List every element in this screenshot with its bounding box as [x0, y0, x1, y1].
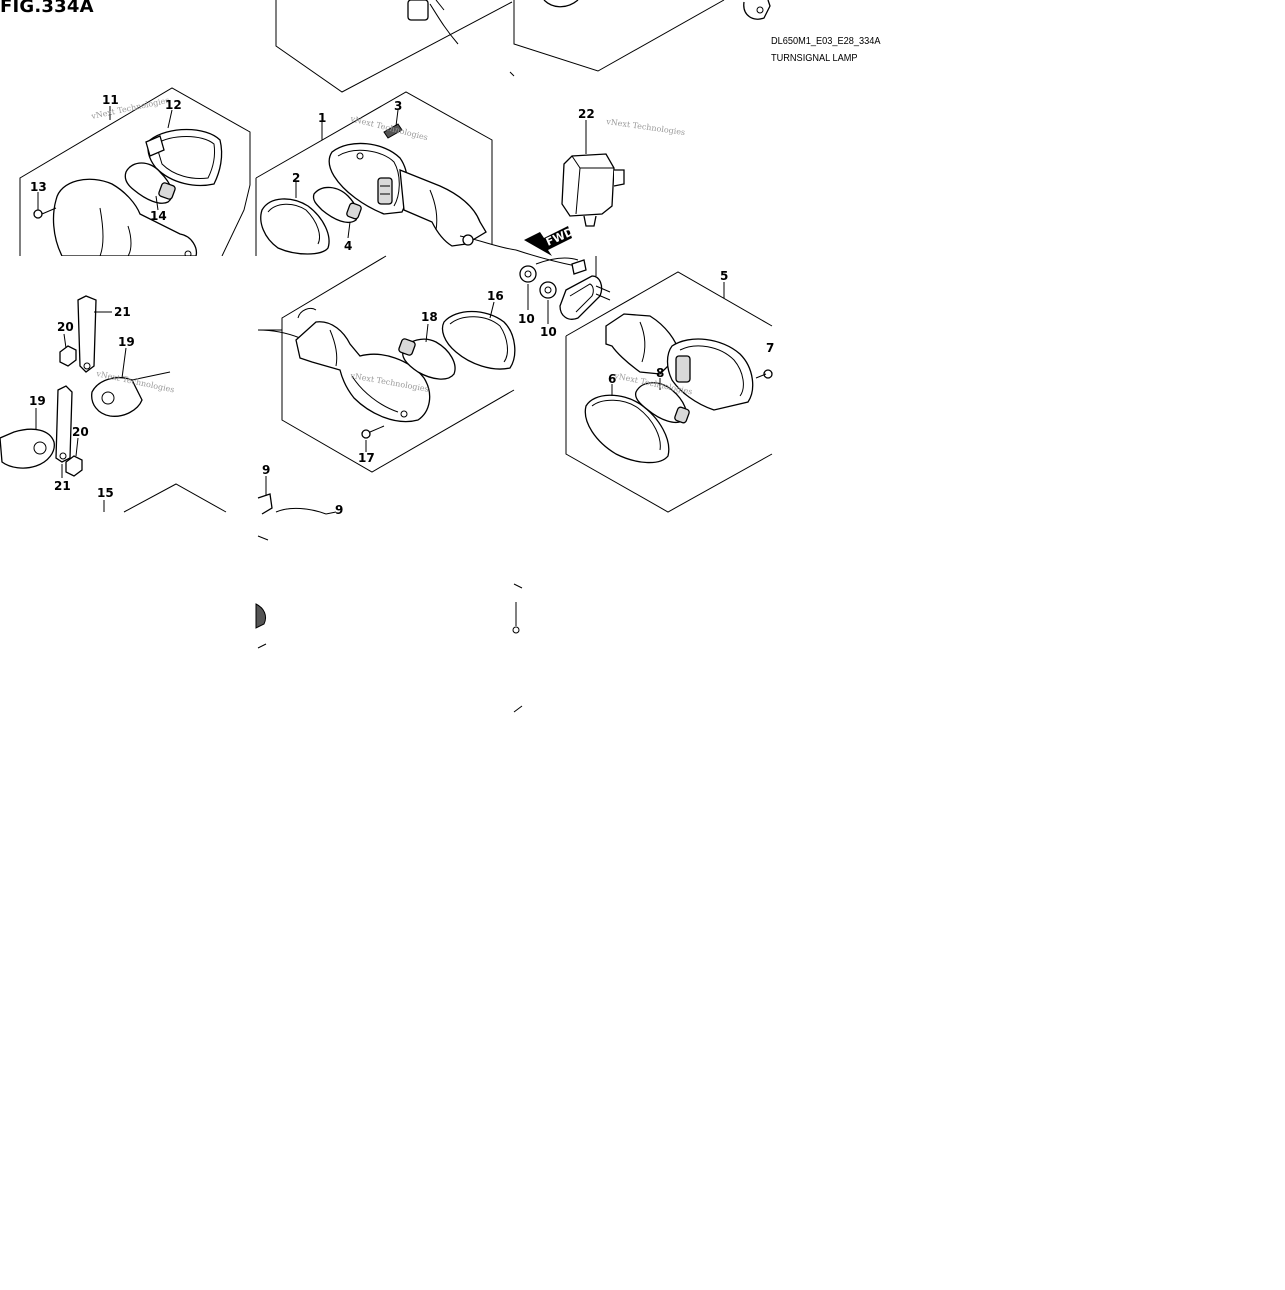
- callout-7: 7: [766, 341, 774, 355]
- relay-22: [561, 153, 625, 227]
- callout-11: 11: [102, 93, 119, 107]
- nuts-and-bracket: [515, 249, 611, 320]
- callout-20a: 20: [57, 320, 74, 334]
- callout-9b: 9: [335, 503, 343, 517]
- top-left-assembly-fragment: [275, 0, 513, 93]
- bottom-fragments: [103, 71, 523, 713]
- callout-19a: 19: [118, 335, 135, 349]
- callout-21b: 21: [54, 479, 71, 493]
- leader-lines: [35, 106, 725, 515]
- callout-14: 14: [150, 209, 167, 223]
- rear-left-lamp-tile: [257, 255, 516, 473]
- callout-17: 17: [358, 451, 375, 465]
- top-right-assembly-fragment: [513, 0, 771, 72]
- callout-10b: 10: [540, 325, 557, 339]
- callout-1: 1: [318, 111, 326, 125]
- callout-13: 13: [30, 180, 47, 194]
- callout-3: 3: [394, 99, 402, 113]
- callout-6: 6: [608, 372, 616, 386]
- callout-16: 16: [487, 289, 504, 303]
- callout-5: 5: [720, 269, 728, 283]
- callout-12: 12: [165, 98, 182, 112]
- rear-right-lamp-tile: [565, 271, 773, 513]
- callout-15: 15: [97, 486, 114, 500]
- front-left-lamp-tile: [255, 91, 517, 256]
- callout-10a: 10: [518, 312, 535, 326]
- callout-21a: 21: [114, 305, 131, 319]
- figure-code: DL650M1_E03_E28_334A: [771, 36, 881, 47]
- callout-numbers: 1 2 3 4 5 6 7 8 9 9 10 10 11 12 13 14 15…: [29, 93, 774, 517]
- left-lamp-tile: [19, 87, 251, 258]
- figure-description: TURNSIGNAL LAMP: [771, 53, 858, 64]
- callout-4: 4: [344, 239, 352, 253]
- bracket-group: [0, 295, 171, 477]
- callout-9a: 9: [262, 463, 270, 477]
- callout-20b: 20: [72, 425, 89, 439]
- forward-arrow: FWD: [524, 225, 576, 256]
- callout-22: 22: [578, 107, 595, 121]
- fwd-label: FWD: [544, 225, 576, 249]
- callout-8: 8: [656, 366, 664, 380]
- callout-18: 18: [421, 310, 438, 324]
- callout-2: 2: [292, 171, 300, 185]
- watermark-3: vNext Technologies: [605, 117, 686, 137]
- figure-title: FIG.334A: [0, 0, 94, 17]
- callout-19b: 19: [29, 394, 46, 408]
